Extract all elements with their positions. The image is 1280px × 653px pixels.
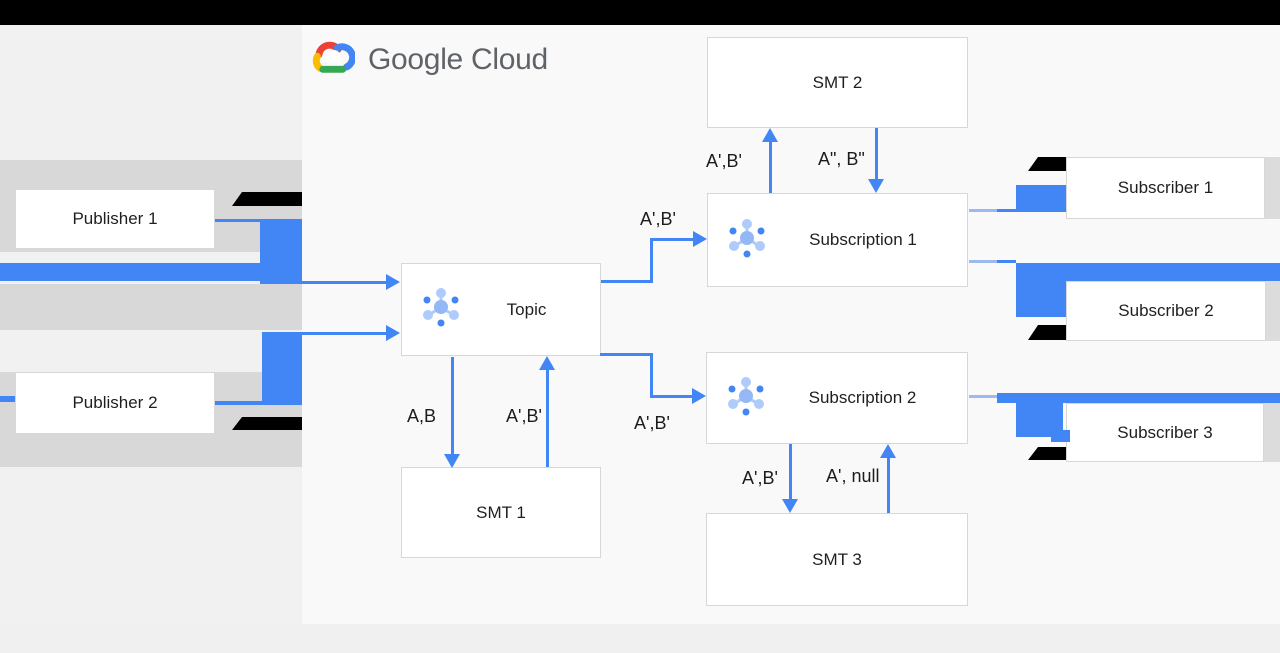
edge-topic-subscription1-h2 bbox=[650, 238, 695, 241]
subscription1-out-line2 bbox=[997, 260, 1016, 263]
publisher2-out-line bbox=[215, 401, 262, 405]
publisher1-out-line bbox=[215, 219, 260, 222]
blue-flow-column-publisher1 bbox=[260, 219, 302, 284]
pubsub-topic-icon bbox=[419, 285, 463, 334]
gray-strip-subscriber2 bbox=[1264, 281, 1280, 341]
black-bar-publisher1 bbox=[232, 192, 302, 206]
subscription1-out-line2-light bbox=[969, 260, 997, 263]
label-subscription2-to-smt3: A',B' bbox=[742, 468, 778, 488]
arrowhead-topic-to-subscription1 bbox=[693, 231, 707, 247]
arrow-smt2-to-subscription1 bbox=[875, 128, 878, 179]
publisher1-label: Publisher 1 bbox=[72, 209, 158, 228]
subscription1-label: Subscription 1 bbox=[809, 230, 917, 249]
subscriber1-label: Subscriber 1 bbox=[1117, 178, 1214, 197]
edge-topic-subscription1-v bbox=[650, 239, 653, 283]
subscriber3-label: Subscriber 3 bbox=[1117, 422, 1213, 442]
arrow-publisher1-to-topic bbox=[302, 281, 386, 284]
arrowhead-smt3-to-subscription2 bbox=[880, 444, 896, 458]
blue-flow-bar-left bbox=[0, 263, 302, 281]
arrow-subscription2-to-smt3 bbox=[789, 444, 792, 499]
arrowhead-subscription1-to-smt2 bbox=[762, 128, 778, 142]
subscription1-out-line-light bbox=[969, 209, 997, 212]
bottom-gray-strip bbox=[0, 624, 1280, 653]
label-subscription1-to-smt2: A',B' bbox=[706, 151, 742, 171]
arrowhead-topic-to-subscription2 bbox=[692, 388, 706, 404]
black-bar-subscriber1 bbox=[1028, 157, 1066, 171]
smt1-label: SMT 1 bbox=[476, 502, 526, 522]
label-smt3-to-subscription2: A', null bbox=[826, 466, 880, 486]
node-publisher1: Publisher 1 bbox=[15, 189, 215, 249]
label-smt2-to-subscription1: A", B" bbox=[818, 149, 865, 169]
subscription2-label: Subscription 2 bbox=[808, 388, 917, 407]
subscriber2-label: Subscriber 2 bbox=[1118, 301, 1214, 320]
black-bar-subscriber3 bbox=[1028, 447, 1066, 460]
arrow-publisher2-to-topic bbox=[302, 332, 386, 335]
blue-flow-column-subscriber2 bbox=[1016, 281, 1066, 317]
node-publisher2: Publisher 2 bbox=[15, 372, 215, 434]
arrowhead-smt2-to-subscription1 bbox=[868, 179, 884, 193]
top-black-bar bbox=[0, 0, 1280, 25]
arrowhead-smt1-to-topic bbox=[539, 356, 555, 370]
edge-topic-subscription2-h1 bbox=[600, 353, 652, 356]
arrow-smt3-to-subscription2 bbox=[887, 458, 890, 513]
label-topic-to-smt1: A,B bbox=[407, 406, 437, 426]
smt2-label: SMT 2 bbox=[812, 72, 863, 92]
node-smt1: SMT 1 bbox=[401, 467, 601, 558]
node-subscription2: Subscription 2 bbox=[706, 352, 968, 444]
arrow-smt1-to-topic bbox=[546, 370, 549, 467]
arrowhead-subscription2-to-smt3 bbox=[782, 499, 798, 513]
publisher2-in-line bbox=[0, 396, 15, 402]
gray-strip-subscriber1 bbox=[1264, 157, 1280, 219]
subscription1-out-line bbox=[997, 209, 1016, 212]
blue-flow-nub-subscriber3 bbox=[1051, 430, 1070, 442]
smt3-label: SMT 3 bbox=[812, 549, 862, 569]
node-topic: Topic bbox=[401, 263, 601, 356]
pubsub-subscription2-icon bbox=[724, 374, 768, 423]
subscription2-out-line-light bbox=[969, 395, 997, 398]
edge-topic-subscription2-h2 bbox=[650, 395, 693, 398]
arrow-subscription1-to-smt2 bbox=[769, 142, 772, 193]
pubsub-subscription1-icon bbox=[725, 216, 769, 265]
blue-flow-column-publisher2 bbox=[262, 332, 302, 405]
node-smt2: SMT 2 bbox=[707, 37, 968, 128]
google-cloud-logo: Google Cloud bbox=[309, 38, 548, 81]
label-topic-to-subscription2: A',B' bbox=[634, 413, 670, 433]
edge-topic-subscription1-h1 bbox=[601, 280, 652, 283]
gray-band-middle bbox=[0, 284, 302, 330]
blue-flow-bar-subscriber3 bbox=[997, 393, 1280, 403]
arrowhead-publisher2-to-topic bbox=[386, 325, 400, 341]
publisher2-label: Publisher 2 bbox=[72, 393, 158, 412]
arrowhead-topic-to-smt1 bbox=[444, 454, 460, 468]
node-subscriber1: Subscriber 1 bbox=[1066, 157, 1265, 219]
label-smt1-to-topic: A',B' bbox=[506, 406, 542, 426]
topic-label: Topic bbox=[506, 299, 547, 319]
arrow-topic-to-smt1 bbox=[451, 357, 454, 455]
node-subscription1: Subscription 1 bbox=[707, 193, 968, 287]
edge-topic-subscription2-v bbox=[650, 353, 653, 397]
node-subscriber3: Subscriber 3 bbox=[1066, 403, 1264, 462]
node-subscriber2: Subscriber 2 bbox=[1066, 281, 1266, 341]
blue-flow-block-subscriber1 bbox=[1016, 185, 1066, 212]
google-cloud-logo-icon bbox=[309, 38, 357, 81]
arrowhead-publisher1-to-topic bbox=[386, 274, 400, 290]
black-bar-subscriber2 bbox=[1028, 325, 1066, 340]
node-smt3: SMT 3 bbox=[706, 513, 968, 606]
google-cloud-logo-text: Google Cloud bbox=[368, 42, 548, 76]
blue-flow-bar-subscriber2 bbox=[1016, 263, 1280, 281]
label-topic-to-subscription1: A',B' bbox=[640, 209, 676, 229]
black-bar-publisher2 bbox=[232, 417, 302, 430]
gray-strip-subscriber3 bbox=[1264, 403, 1280, 462]
